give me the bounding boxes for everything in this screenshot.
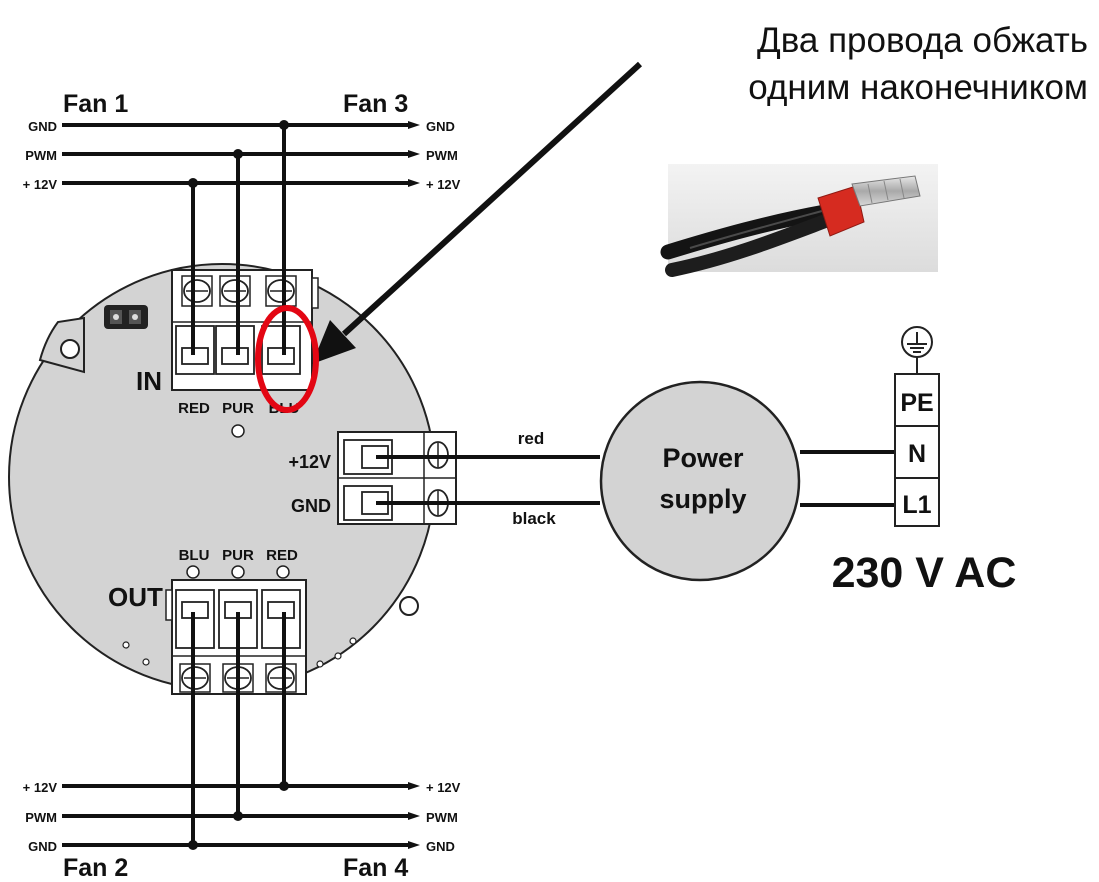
terminal-pe: PE (900, 389, 933, 417)
rail-12v-top-tip (408, 179, 420, 187)
junction-dot (233, 149, 243, 159)
rail-label-pwm-left: PWM (25, 810, 57, 825)
rail-gnd-bottom-tip (408, 841, 420, 849)
top-vertical-wires (188, 120, 289, 355)
fan-3-label: Fan 3 (343, 90, 408, 118)
rail-label-gnd-left: GND (28, 119, 57, 134)
rail-label-pwm-left: PWM (25, 148, 57, 163)
wire-red-label: red (518, 429, 544, 448)
ferrule-photo (660, 164, 938, 277)
rail-label-12v-left: + 12V (23, 780, 58, 795)
power-supply-line-1: Power (662, 443, 744, 473)
out-pin-blu: BLU (179, 547, 210, 564)
annotation-line-1: Два провода обжать (757, 21, 1088, 60)
wire-black-label: black (512, 509, 556, 528)
annotation-line-2: одним наконечником (748, 68, 1088, 107)
junction-dot (188, 178, 198, 188)
power-supply-circle (599, 380, 801, 582)
out-label: OUT (108, 582, 163, 612)
jumper-header (104, 305, 148, 329)
led-dot (349, 637, 357, 645)
annotation-arrow (312, 61, 643, 364)
led-dot (142, 658, 150, 666)
rail-pwm-top-tip (408, 150, 420, 158)
power-pin-12v: +12V (288, 452, 331, 472)
power-terminal-block (337, 431, 457, 525)
rail-gnd-top-tip (408, 121, 420, 129)
screw-icon (265, 275, 297, 307)
screw-icon (265, 663, 297, 693)
power-supply-line-2: supply (659, 484, 746, 514)
led-dot (122, 641, 130, 649)
mount-hole-right (399, 596, 419, 616)
terminal-l1: L1 (902, 491, 931, 519)
screw-icon (219, 275, 251, 307)
rail-label-12v-left: + 12V (23, 177, 58, 192)
rail-pwm-bottom-tip (408, 812, 420, 820)
led-dot (186, 565, 200, 579)
ground-symbol-icon (901, 326, 933, 374)
led-dot (316, 660, 324, 668)
terminal-n: N (908, 440, 926, 468)
junction-dot (279, 120, 289, 130)
in-pin-pur: PUR (222, 400, 254, 417)
out-pin-pur: PUR (222, 547, 254, 564)
bottom-fan-rails: + 12V PWM GND + 12V PWM GND Fan 2 Fan 4 (23, 780, 461, 882)
rail-label-12v-right: + 12V (426, 780, 461, 795)
top-fan-rails: Fan 1 Fan 3 GND PWM + 12V GND PWM + 12V (23, 90, 461, 192)
rail-12v-bottom-tip (408, 782, 420, 790)
fan-4-label: Fan 4 (343, 854, 408, 882)
rail-label-pwm-right: PWM (426, 810, 458, 825)
out-pin-red: RED (266, 547, 298, 564)
in-label: IN (136, 366, 162, 396)
highlight-ellipse (255, 305, 319, 413)
power-wires: red black (376, 429, 895, 528)
led-dot (231, 424, 245, 438)
led-dot (334, 652, 342, 660)
rail-label-gnd-right: GND (426, 839, 455, 854)
in-pin-red: RED (178, 400, 210, 417)
power-pin-gnd: GND (291, 496, 331, 516)
mains-voltage: 230 V AC (832, 549, 1017, 597)
mount-hole-left (60, 339, 80, 359)
controller-board: IN RED PUR BLU +12V GND BLU PUR R (8, 263, 457, 695)
ferrule-collar (817, 185, 865, 237)
rail-label-pwm-right: PWM (426, 148, 458, 163)
rail-label-gnd-right: GND (426, 119, 455, 134)
screw-icon (181, 275, 213, 307)
fan-2-label: Fan 2 (63, 854, 128, 882)
led-dot (231, 565, 245, 579)
fan-1-label: Fan 1 (63, 90, 128, 118)
led-dot (276, 565, 290, 579)
mains-terminal: PE N L1 230 V AC (832, 326, 1017, 597)
power-supply: Power supply (599, 380, 801, 582)
rail-label-gnd-left: GND (28, 839, 57, 854)
rail-label-12v-right: + 12V (426, 177, 461, 192)
annotation: Два провода обжать одним наконечником (748, 21, 1088, 107)
